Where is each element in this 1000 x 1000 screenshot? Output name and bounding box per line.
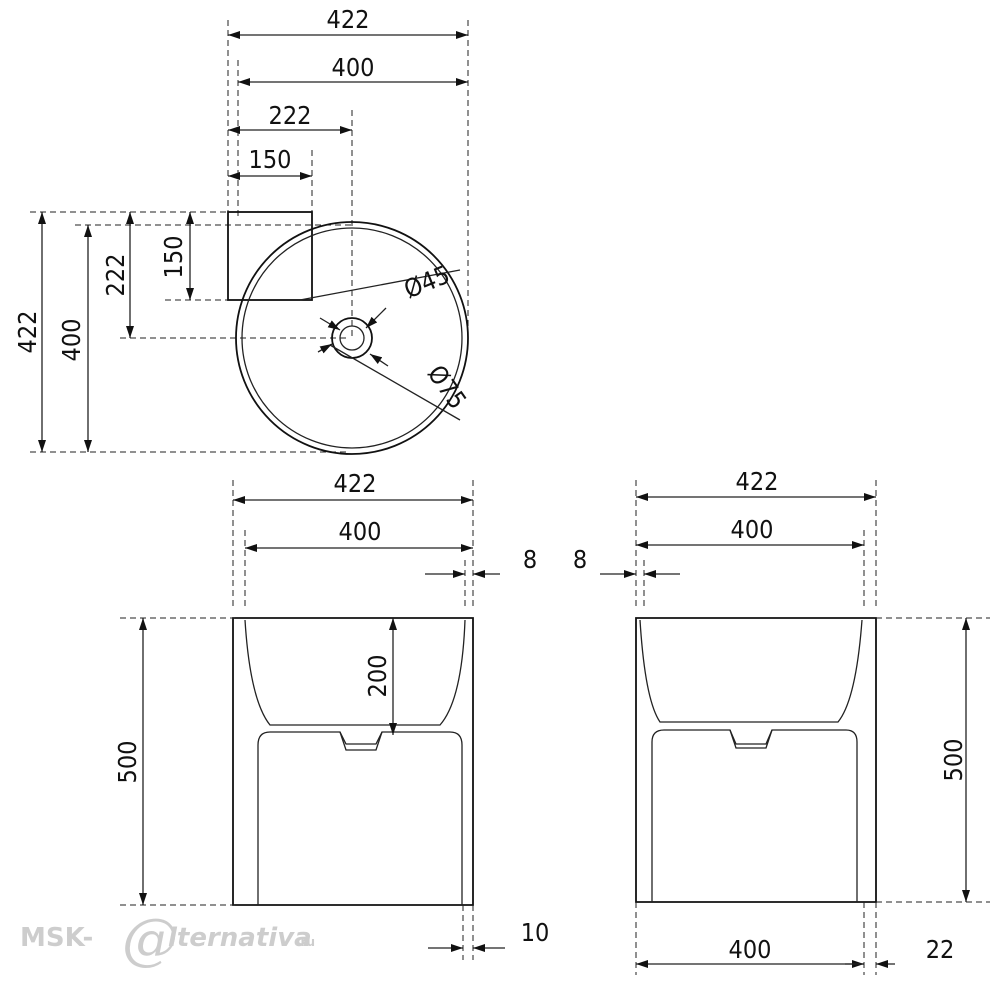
side-drain [729,729,773,749]
side-inner-profile [651,729,858,902]
top-bracket-width-label: 150 [249,145,292,174]
side-height-label: 500 [939,739,968,782]
front-bowl-profile [244,619,466,726]
front-body-outline [232,617,474,906]
front-width-bowl-label: 400 [339,517,382,546]
top-drain-offset-y-label: 222 [101,254,130,297]
top-bracket-depth-label: 150 [159,236,188,279]
side-base-width-label: 400 [729,935,772,964]
top-width-bowl-label: 400 [332,53,375,82]
top-view: 422 400 222 150 422 400 222 150 [13,5,472,455]
watermark-suffix: lternativa [168,923,312,953]
front-view: 422 400 8 500 200 10 [113,469,549,960]
side-width-overall-label: 422 [736,467,779,496]
side-width-bowl-label: 400 [731,515,774,544]
front-bottom-offset-label: 10 [521,918,550,947]
top-width-overall-label: 422 [327,5,370,34]
front-drain [339,731,383,751]
basin-inner-circle [241,227,463,449]
watermark-logo: MSK- @ lternativa .ru [20,907,315,972]
side-view: 422 400 8 500 400 22 [573,467,990,975]
side-base-offset-label: 22 [926,935,955,964]
watermark-at-icon: @ [122,907,178,972]
wall-bracket [227,211,313,301]
drain-diameter-label: Ø45 [400,260,454,304]
front-inner-profile [257,731,463,905]
front-offset-right-label: 8 [523,545,537,574]
side-offset-left-label: 8 [573,545,587,574]
front-width-overall-label: 422 [334,469,377,498]
side-body-outline [635,617,877,903]
top-drain-offset-x-label: 222 [269,101,312,130]
drain-hole [339,325,365,351]
watermark-prefix: MSK- [20,923,93,953]
front-height-label: 500 [113,741,142,784]
side-bowl-profile [639,619,863,723]
top-depth-bowl-label: 400 [57,319,86,362]
top-depth-overall-label: 422 [13,311,42,354]
basin-outer-circle [235,221,469,455]
front-bowl-depth-label: 200 [363,655,392,698]
watermark-domain: .ru [296,935,315,949]
